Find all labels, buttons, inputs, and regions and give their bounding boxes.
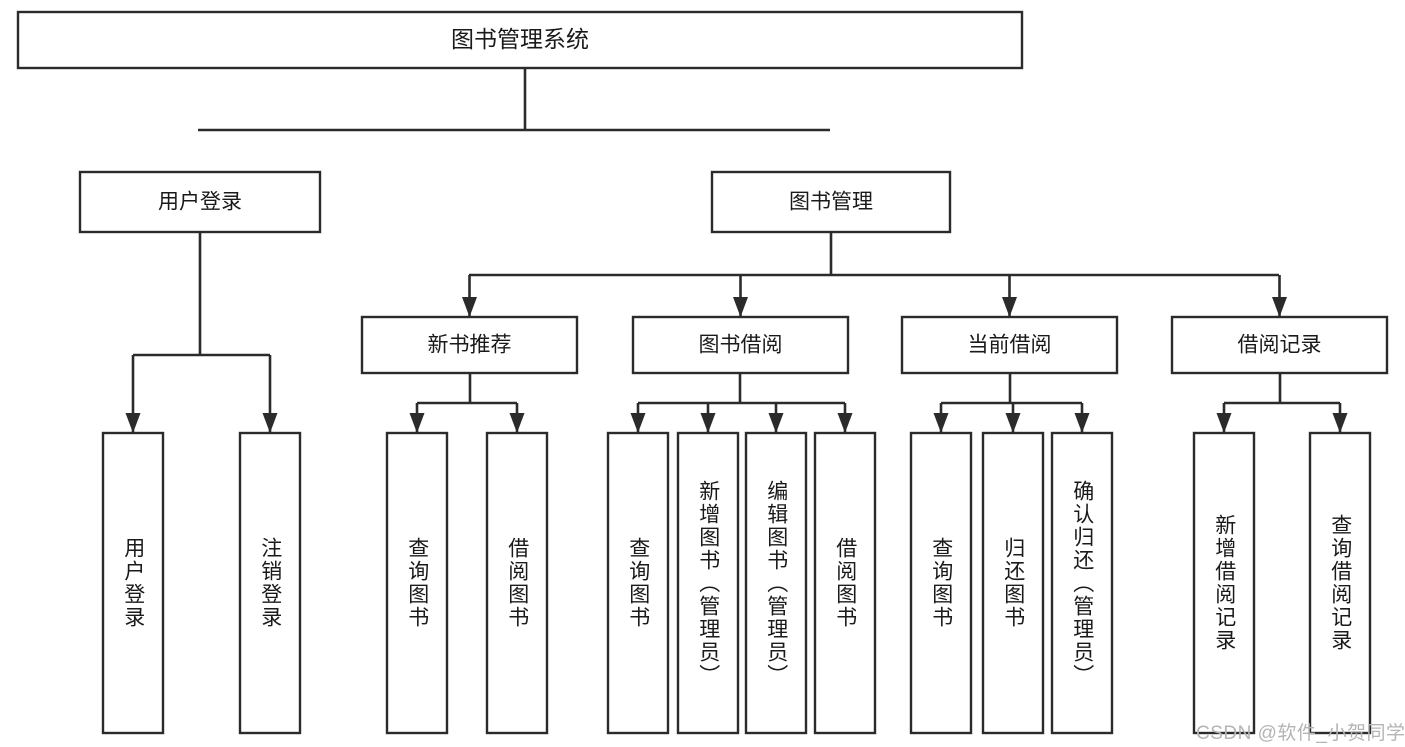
node-box-leaf-return-book[interactable] (981, 431, 1045, 735)
arrow-head (462, 297, 477, 317)
node-label-user-login: 用户登录 (158, 191, 242, 214)
node-box-leaf-query-borrow-record[interactable] (1308, 431, 1372, 735)
node-label-root: 图书管理系统 (451, 26, 589, 52)
arrow-head (1002, 297, 1017, 317)
node-box-user-login[interactable] (78, 170, 322, 234)
node-box-leaf-user-login[interactable] (101, 431, 165, 735)
node-box-leaf-query-book-recommend[interactable] (385, 431, 449, 735)
node-box-book-management[interactable] (710, 170, 952, 234)
node-label-book-borrow: 图书借阅 (699, 334, 783, 357)
arrow-head (733, 297, 748, 317)
arrow-head (837, 413, 853, 433)
node-label-book-management: 图书管理 (789, 191, 873, 214)
node-box-leaf-add-book-admin[interactable] (676, 431, 740, 735)
arrow-head (262, 413, 278, 433)
node-box-leaf-query-book-current[interactable] (909, 431, 973, 735)
csdn-watermark: CSDN @软件_小贺同学 (1196, 723, 1405, 744)
node-box-current-borrow[interactable] (900, 315, 1119, 375)
node-label-current-borrow: 当前借阅 (968, 334, 1052, 357)
node-box-leaf-query-book-borrow[interactable] (606, 431, 670, 735)
node-box-root[interactable] (16, 10, 1024, 70)
arrow-head (409, 413, 425, 433)
connector-layer (125, 68, 1348, 433)
node-box-leaf-add-borrow-record[interactable] (1192, 431, 1256, 735)
arrow-head (630, 413, 646, 433)
node-box-leaf-edit-book-admin[interactable] (744, 431, 808, 735)
node-label-borrow-record: 借阅记录 (1238, 334, 1322, 357)
arrow-head (125, 413, 141, 433)
node-box-new-book-recommend[interactable] (360, 315, 579, 375)
node-box-leaf-borrow-book-recommend[interactable] (485, 431, 549, 735)
arrow-head (1332, 413, 1348, 433)
node-label-new-book-recommend: 新书推荐 (428, 334, 512, 357)
arrow-head (700, 413, 716, 433)
arrow-head (1005, 413, 1021, 433)
node-box-layer (16, 10, 1389, 735)
arrow-head (1272, 297, 1287, 317)
node-box-leaf-confirm-return-admin[interactable] (1050, 431, 1114, 735)
node-box-borrow-record[interactable] (1170, 315, 1389, 375)
arrow-head (509, 413, 525, 433)
node-box-leaf-borrow-book[interactable] (813, 431, 877, 735)
node-box-book-borrow[interactable] (631, 315, 850, 375)
arrow-head (1216, 413, 1232, 433)
arrow-head (768, 413, 784, 433)
node-box-leaf-logout-login[interactable] (238, 431, 302, 735)
arrow-head (933, 413, 949, 433)
arrow-head (1074, 413, 1090, 433)
